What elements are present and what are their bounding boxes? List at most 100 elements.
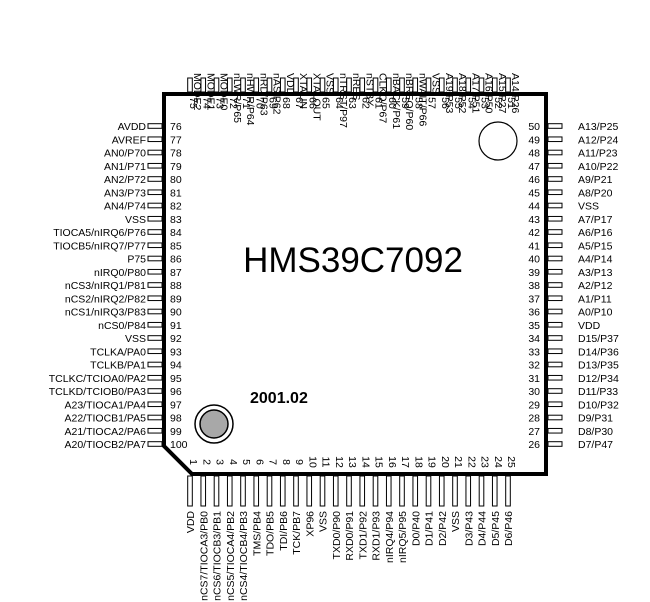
- pin-label: A5/P15: [578, 240, 613, 252]
- pin-lead: [547, 202, 563, 209]
- pin-number: 48: [528, 148, 540, 160]
- pin-label: A23/TIOCA1/PA4: [64, 399, 146, 411]
- pin-number: 83: [170, 214, 182, 226]
- pin-lead: [478, 475, 485, 507]
- pin-lead: [547, 282, 563, 288]
- pin-number: 47: [528, 161, 540, 173]
- pin-lead: [147, 361, 163, 368]
- pin-label: RXD0/P91: [344, 511, 356, 561]
- pin-number: 95: [170, 373, 182, 385]
- pin-lead: [332, 475, 339, 507]
- pin-label: A16/P50: [483, 73, 495, 113]
- pin-lead: [147, 335, 163, 341]
- pin-lead: [547, 215, 563, 222]
- pin-label: XTALOUT: [310, 73, 322, 121]
- pin-label: nIRQ0/P80: [94, 267, 146, 279]
- pin-lead: [399, 77, 405, 93]
- pin-label: RXD1/P93: [371, 511, 383, 561]
- pin-number: 72: [227, 97, 239, 109]
- pin-label: nRD/P63: [257, 73, 269, 116]
- pin-lead: [491, 475, 498, 507]
- pin-number: 98: [170, 413, 182, 425]
- pin-lead: [547, 149, 563, 156]
- pin-number: 31: [528, 373, 540, 385]
- pin-lead: [412, 475, 419, 507]
- pin-number: 28: [528, 413, 540, 425]
- pin-number: 22: [465, 456, 477, 468]
- pin-lead: [147, 295, 163, 302]
- pin-label: D6/P46: [503, 511, 515, 546]
- pin-lead: [547, 136, 563, 143]
- pin-number: 56: [439, 97, 451, 109]
- pin-label: A8/P20: [578, 187, 613, 199]
- pin-label: D9/P31: [578, 413, 613, 425]
- pin-label: D11/P33: [578, 386, 618, 398]
- pin-label: A7/P17: [578, 214, 613, 226]
- pin-number: 14: [359, 456, 371, 468]
- pin-lead: [147, 149, 163, 156]
- pin-lead: [147, 255, 163, 262]
- pin-lead: [147, 229, 163, 235]
- pin-label: nAS/P62: [271, 73, 283, 115]
- pin-label: AN0/P70: [104, 148, 146, 160]
- pin-number: 64: [333, 97, 345, 109]
- pin-label: nRES: [350, 73, 362, 100]
- pin-label: D13/P35: [578, 360, 619, 372]
- pin-label: nCS6/TIOCB3/PB1: [212, 511, 224, 601]
- pin-lead: [279, 77, 286, 93]
- pin-number: 30: [528, 386, 540, 398]
- pin-label: XTALIN: [297, 73, 309, 109]
- pin-lead: [385, 77, 392, 93]
- pin-number: 60: [386, 97, 398, 109]
- pin-number: 46: [528, 174, 540, 186]
- pin-number: 75: [187, 97, 199, 109]
- pin-number: 55: [452, 97, 464, 109]
- pin-label: A9/P21: [578, 174, 613, 186]
- pin-lead: [372, 475, 379, 507]
- pin-lead: [547, 401, 563, 408]
- pin-lead: [547, 176, 563, 182]
- pin-lead: [547, 268, 563, 275]
- pin-number: 5: [240, 459, 252, 465]
- pin-number: 84: [170, 227, 182, 239]
- pin-label: nCS4/TIOCB4/PB3: [238, 511, 250, 601]
- pin-lead: [213, 475, 220, 507]
- pin-lead: [213, 77, 220, 93]
- pin-number: 8: [280, 459, 292, 465]
- pin-label: VSS: [578, 201, 599, 213]
- pin-lead: [187, 475, 193, 507]
- pin-lead: [547, 321, 563, 328]
- chip-part-name: HMS39C7092: [243, 241, 463, 280]
- pin-lead: [412, 77, 419, 93]
- pin-number: 13: [346, 456, 358, 468]
- pin-label: A2/P12: [578, 280, 613, 292]
- pin-lead: [226, 77, 233, 93]
- pin-lead: [147, 189, 163, 196]
- pin-label: A3/P13: [578, 267, 613, 279]
- pin-lead: [346, 77, 352, 93]
- pin-number: 51: [505, 97, 517, 109]
- pin-lead: [346, 475, 352, 507]
- top-pin-row: 75MODE274MODE173MODE072nLWR/P6571nHWR/P6…: [187, 73, 521, 130]
- pin-lead: [399, 475, 405, 507]
- pin-label: TCLKA/PA0: [90, 346, 146, 358]
